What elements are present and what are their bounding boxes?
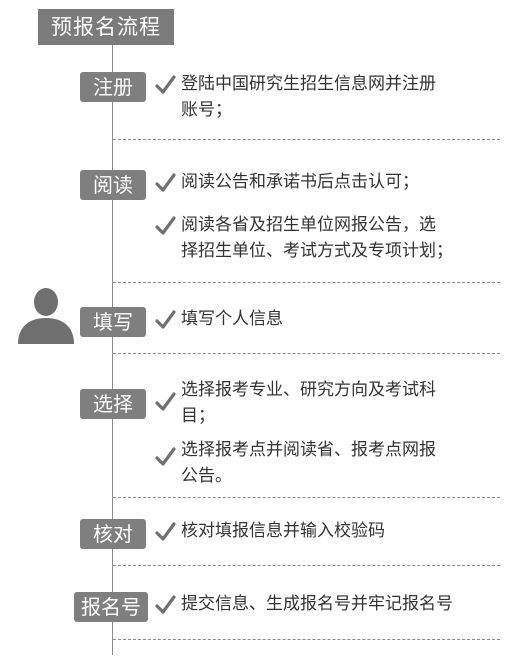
section-divider — [113, 139, 500, 140]
check-mark-icon — [155, 595, 176, 614]
step-fill-item-1-line-1: 填写个人信息 — [181, 309, 283, 329]
step-register-item-1-line-2: 账号； — [181, 100, 232, 120]
page-title: 预报名流程 — [38, 9, 174, 45]
step-read-item-2-line-1: 阅读各省及招生单位网报公告，选 — [181, 215, 436, 235]
step-tag-select: 选择 — [80, 389, 146, 419]
step-verify-item-1-line-1: 核对填报信息并输入校验码 — [181, 521, 385, 541]
check-mark-icon — [155, 522, 176, 541]
step-select-item-1-line-1: 选择报考专业、研究方向及考试科 — [181, 380, 436, 400]
step-tag-verify: 核对 — [80, 519, 146, 549]
check-mark-icon — [155, 447, 176, 466]
section-divider — [113, 565, 500, 566]
user-avatar-icon — [18, 288, 74, 344]
step-tag-read: 阅读 — [80, 170, 146, 200]
check-mark-icon — [155, 173, 176, 192]
section-divider — [113, 353, 500, 354]
step-tag-registration-number: 报名号 — [74, 592, 148, 622]
check-mark-icon — [155, 392, 176, 411]
check-mark-icon — [155, 75, 176, 94]
step-read-item-2-line-2: 择招生单位、考试方式及专项计划； — [181, 241, 453, 261]
section-divider — [113, 282, 500, 283]
step-select-item-1-line-2: 目； — [181, 406, 215, 426]
step-register-item-1-line-1: 登陆中国研究生招生信息网并注册 — [181, 74, 436, 94]
step-tag-fill: 填写 — [80, 307, 146, 337]
step-tag-register: 注册 — [80, 72, 146, 102]
check-mark-icon — [155, 310, 176, 329]
step-select-item-2-line-1: 选择报考点并阅读省、报考点网报 — [181, 440, 436, 460]
check-mark-icon — [155, 216, 176, 235]
step-read-item-1-line-1: 阅读公告和承诺书后点击认可； — [181, 172, 419, 192]
step-select-item-2-line-2: 公告。 — [181, 466, 232, 486]
step-registration-number-item-1-line-1: 提交信息、生成报名号并牢记报名号 — [181, 594, 453, 614]
timeline-line — [112, 45, 113, 655]
section-divider — [113, 497, 500, 498]
section-divider — [113, 639, 500, 640]
